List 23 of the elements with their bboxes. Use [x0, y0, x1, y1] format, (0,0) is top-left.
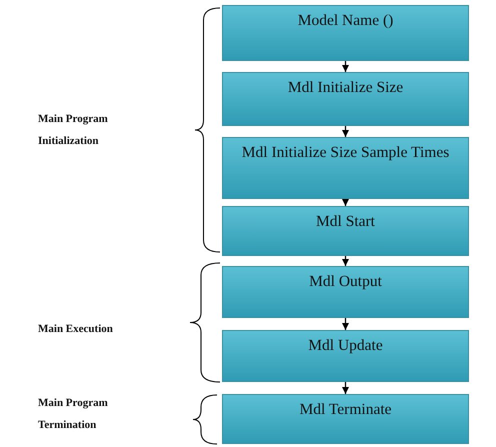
- step-label: Mdl Output: [308, 272, 383, 291]
- step-label: Mdl Start: [315, 212, 376, 231]
- step-label: Model Name (): [296, 11, 394, 30]
- process-box: [222, 5, 469, 61]
- step-label: Mdl Initialize Size: [286, 78, 404, 97]
- process-box: [222, 206, 469, 256]
- phase-label: Main Program Termination: [38, 396, 109, 433]
- step-label: Mdl Initialize Size Sample Times: [240, 143, 450, 162]
- arrow: [342, 126, 350, 137]
- process-box: [222, 330, 469, 382]
- step-label: Mdl Terminate: [298, 400, 393, 419]
- phase-label: Main Execution: [38, 322, 114, 337]
- arrow: [342, 61, 350, 72]
- process-box: [222, 137, 469, 199]
- step-label: Mdl Update: [307, 336, 384, 355]
- process-box: [222, 394, 469, 444]
- arrow: [342, 318, 350, 330]
- process-box: [222, 266, 469, 318]
- arrow: [342, 198, 350, 206]
- phase-label: Main Program Initialization: [38, 112, 109, 149]
- process-box: [222, 72, 469, 126]
- arrow: [342, 382, 350, 394]
- arrow: [342, 256, 350, 266]
